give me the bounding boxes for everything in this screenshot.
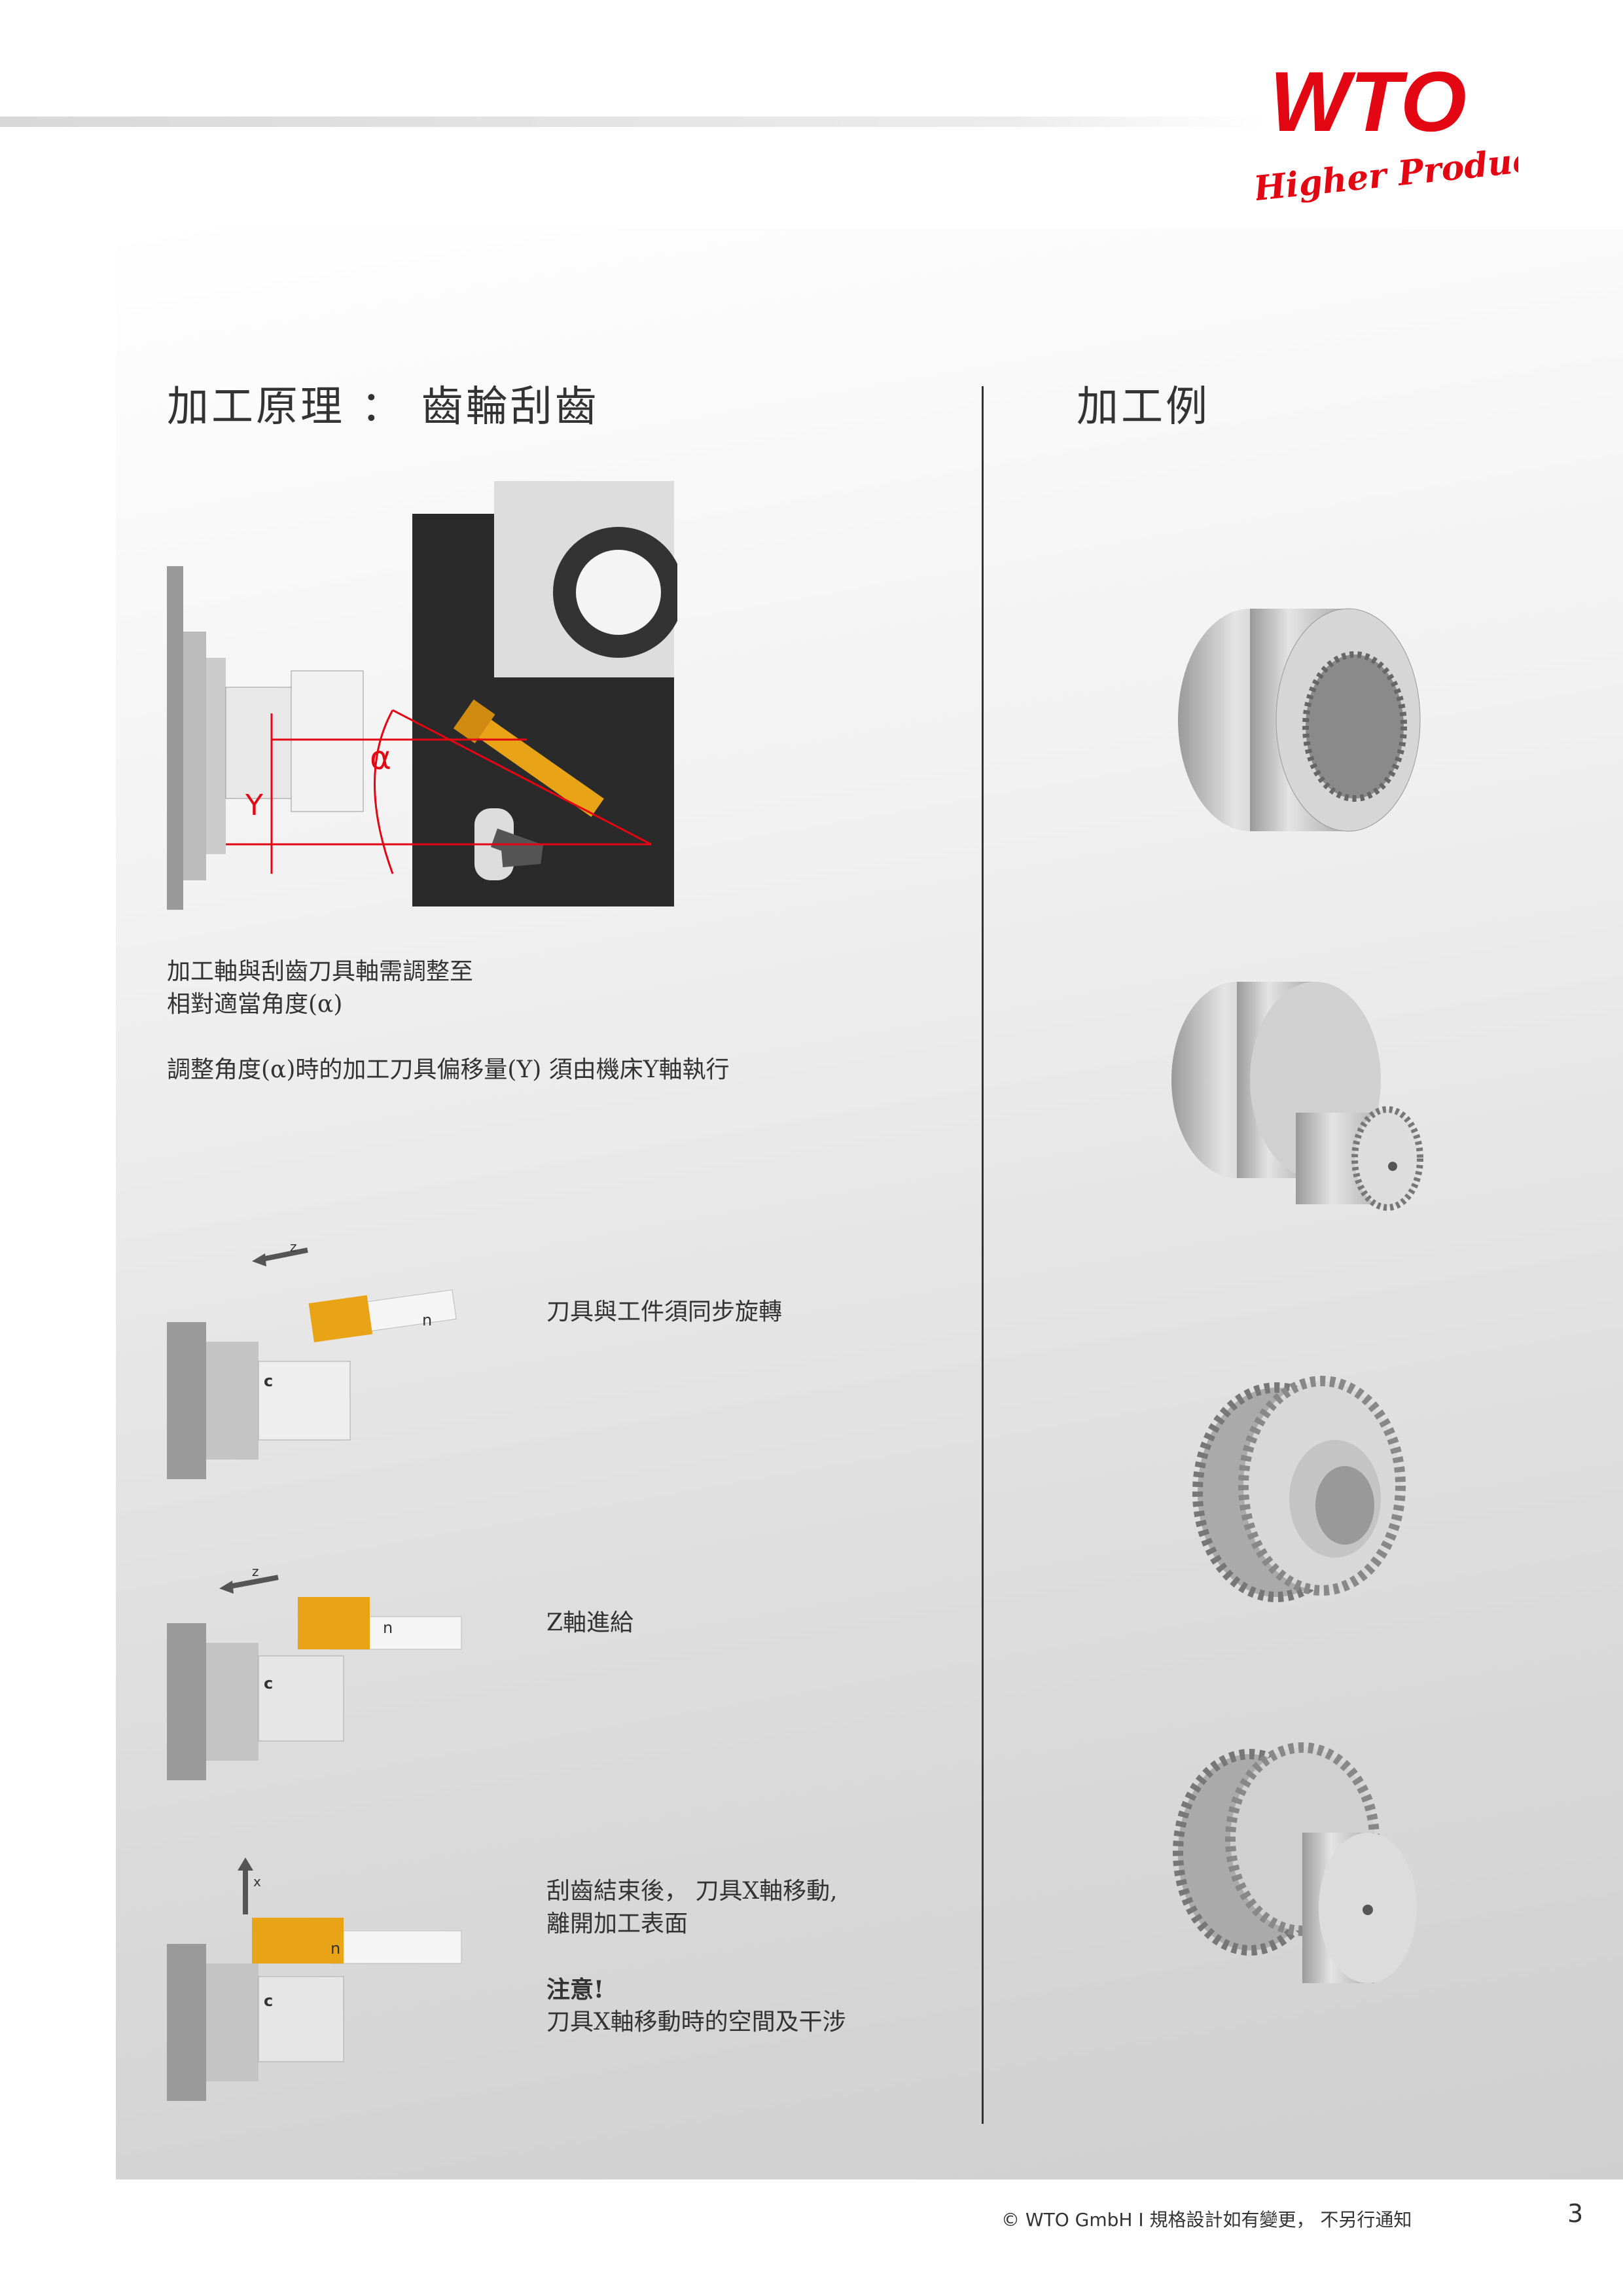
svg-text:z: z bbox=[290, 1244, 297, 1255]
step-1-diagram: z c n bbox=[167, 1244, 457, 1479]
page-title-examples: 加工例 bbox=[1077, 383, 1210, 431]
note-text: 刀具X軸移動時的空間及干涉 bbox=[546, 2009, 846, 2036]
example-external-spline-shaft bbox=[1171, 982, 1423, 1211]
svg-text:n: n bbox=[383, 1619, 393, 1637]
principle-text-1-line2: 相對適當角度(α) bbox=[167, 991, 343, 1018]
example-internal-spline-part bbox=[1178, 608, 1421, 832]
note-title: 注意! bbox=[546, 1976, 604, 2003]
step-2-text: Z軸進給 bbox=[546, 1609, 634, 1636]
principle-text-2: 調整角度(α)時的加工刀具偏移量(Y) 須由機床Y軸執行 bbox=[167, 1056, 730, 1083]
svg-text:c: c bbox=[264, 1992, 273, 2010]
svg-text:n: n bbox=[330, 1939, 340, 1958]
header-rule bbox=[0, 117, 1263, 127]
step-3-diagram: x c n bbox=[167, 1857, 462, 2101]
svg-text:WTO: WTO bbox=[1270, 54, 1467, 149]
step-2-diagram: z c n bbox=[167, 1564, 462, 1780]
column-divider bbox=[982, 386, 984, 2124]
footer-copyright: © WTO GmbH I 規格設計如有變更， 不另行通知 bbox=[1001, 2209, 1412, 2231]
y-offset-label: Y bbox=[245, 789, 263, 822]
page-number: 3 bbox=[1567, 2199, 1584, 2228]
principle-text-1: 加工軸與刮齒刀具軸需調整至 相對適當角度(α) bbox=[167, 956, 473, 1021]
example-gear-shaft bbox=[1173, 1742, 1417, 1983]
page-title-principle: 加工原理 ： 齒輪刮齒 bbox=[167, 383, 599, 431]
step-1-text: 刀具與工件須同步旋轉 bbox=[546, 1299, 783, 1325]
step-3-text-line1: 刮齒結束後， 刀具X軸移動, bbox=[546, 1878, 838, 1905]
svg-text:x: x bbox=[253, 1874, 261, 1890]
principle-diagram: α Y bbox=[167, 481, 677, 910]
step-3-text-line2: 離開加工表面 bbox=[546, 1910, 688, 1937]
alpha-label: α bbox=[370, 739, 391, 777]
svg-text:c: c bbox=[264, 1674, 273, 1693]
step-3-text: 刮齒結束後， 刀具X軸移動, 離開加工表面 注意! 刀具X軸移動時的空間及干涉 bbox=[546, 1875, 846, 2039]
svg-text:c: c bbox=[264, 1372, 273, 1390]
svg-text:z: z bbox=[252, 1564, 259, 1579]
example-helical-gear bbox=[1192, 1376, 1406, 1602]
wto-logo: WTO Higher Productivity bbox=[1257, 54, 1518, 209]
svg-text:n: n bbox=[422, 1311, 432, 1329]
principle-text-1-line1: 加工軸與刮齒刀具軸需調整至 bbox=[167, 958, 474, 985]
